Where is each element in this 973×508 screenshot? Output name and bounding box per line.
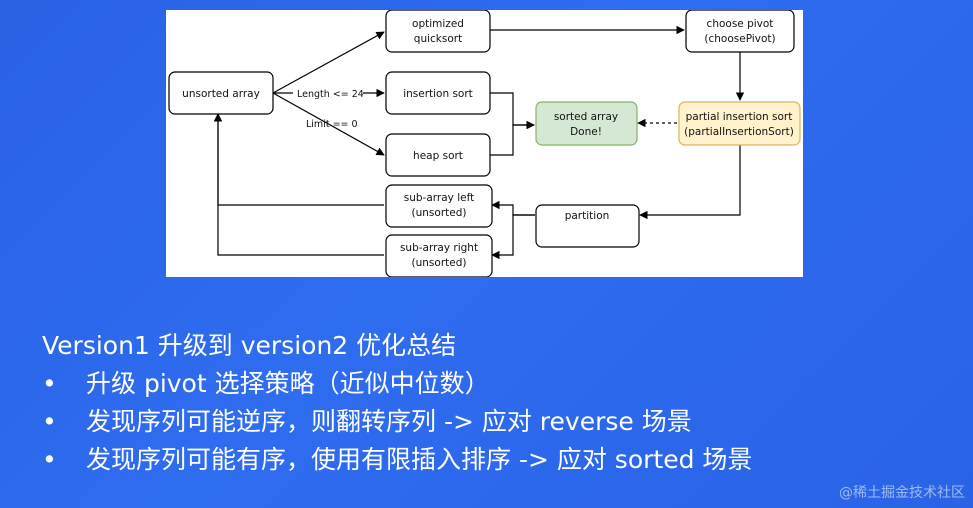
bullet-text: 发现序列可能有序，使用有限插入排序 -> 应对 sorted 场景 (86, 445, 753, 474)
flow-diagram-svg: Length <= 24 Limit == 0 unsorted array o… (168, 10, 801, 277)
edge-left-to-unsorted (213, 113, 384, 206)
label-done: Done! (570, 126, 602, 138)
label-sub-array-right-state: (unsorted) (412, 257, 467, 269)
label-partition: partition (565, 210, 610, 222)
node-partition (535, 204, 640, 248)
summary-heading: Version1 升级到 version2 优化总结 (42, 331, 457, 360)
edge-right-to-unsorted (213, 113, 384, 256)
edge-heap-to-sorted (490, 120, 535, 156)
label-choose-pivot: choose pivot (707, 18, 774, 30)
node-sorted-array-border (535, 101, 638, 146)
summary-bullet: • 发现序列可能有序，使用有限插入排序 -> 应对 sorted 场景 (42, 441, 752, 479)
node-sorted-array (536, 102, 637, 145)
label-sub-array-left-state: (unsorted) (412, 207, 467, 219)
label-sub-array-right: sub-array right (400, 242, 478, 254)
node-heap-sort (385, 133, 491, 177)
bullet-dot: • (42, 407, 57, 436)
label-quicksort: quicksort (414, 33, 462, 45)
edge-label-limit: Limit == 0 (306, 119, 358, 130)
summary-bullet: • 升级 pivot 选择策略（近似中位数） (42, 365, 752, 403)
node-sub-array-left (385, 184, 493, 228)
label-partial-insertion-sort: partial insertion sort (686, 111, 793, 123)
node-optimized-quicksort (385, 10, 491, 53)
label-partial-insertion-sort-fn: (partialInsertionSort) (684, 126, 794, 138)
label-insertion-sort: insertion sort (403, 88, 473, 100)
node-partial-insertion-sort (679, 102, 800, 145)
label-sub-array-left: sub-array left (404, 192, 474, 204)
edge-partition-to-right (491, 214, 535, 260)
label-unsorted-array: unsorted array (182, 88, 260, 100)
label-optimized: optimized (412, 18, 464, 30)
node-insertion-sort (385, 71, 491, 115)
node-sub-array-right (385, 234, 493, 277)
edge-unsorted-to-heap (272, 92, 385, 156)
label-heap-sort: heap sort (413, 150, 463, 162)
bullet-text: 发现序列可能逆序，则翻转序列 -> 应对 reverse 场景 (86, 407, 692, 436)
label-choose-pivot-fn: (choosePivot) (704, 33, 775, 45)
bullet-text: 升级 pivot 选择策略（近似中位数） (86, 369, 490, 398)
source-watermark: @稀土掘金技术社区 (839, 485, 965, 501)
node-partial-insertion-sort-border (678, 101, 801, 146)
label-sorted-array: sorted array (554, 111, 618, 123)
node-choose-pivot (685, 10, 795, 53)
edge-label-length: Length <= 24 (297, 89, 364, 100)
bullet-dot: • (42, 445, 57, 474)
edge-partial-to-partition (639, 145, 741, 220)
edge-insertion-to-sorted (490, 92, 535, 130)
edge-partition-to-left (491, 200, 535, 216)
optimization-summary: Version1 升级到 version2 优化总结 • 升级 pivot 选择… (42, 327, 752, 479)
bullet-dot: • (42, 369, 57, 398)
algorithm-flow-diagram: Length <= 24 Limit == 0 unsorted array o… (166, 10, 803, 277)
edge-unsorted-to-quicksort (272, 31, 385, 94)
node-unsorted-array (168, 71, 274, 115)
summary-bullet: • 发现序列可能逆序，则翻转序列 -> 应对 reverse 场景 (42, 403, 752, 441)
